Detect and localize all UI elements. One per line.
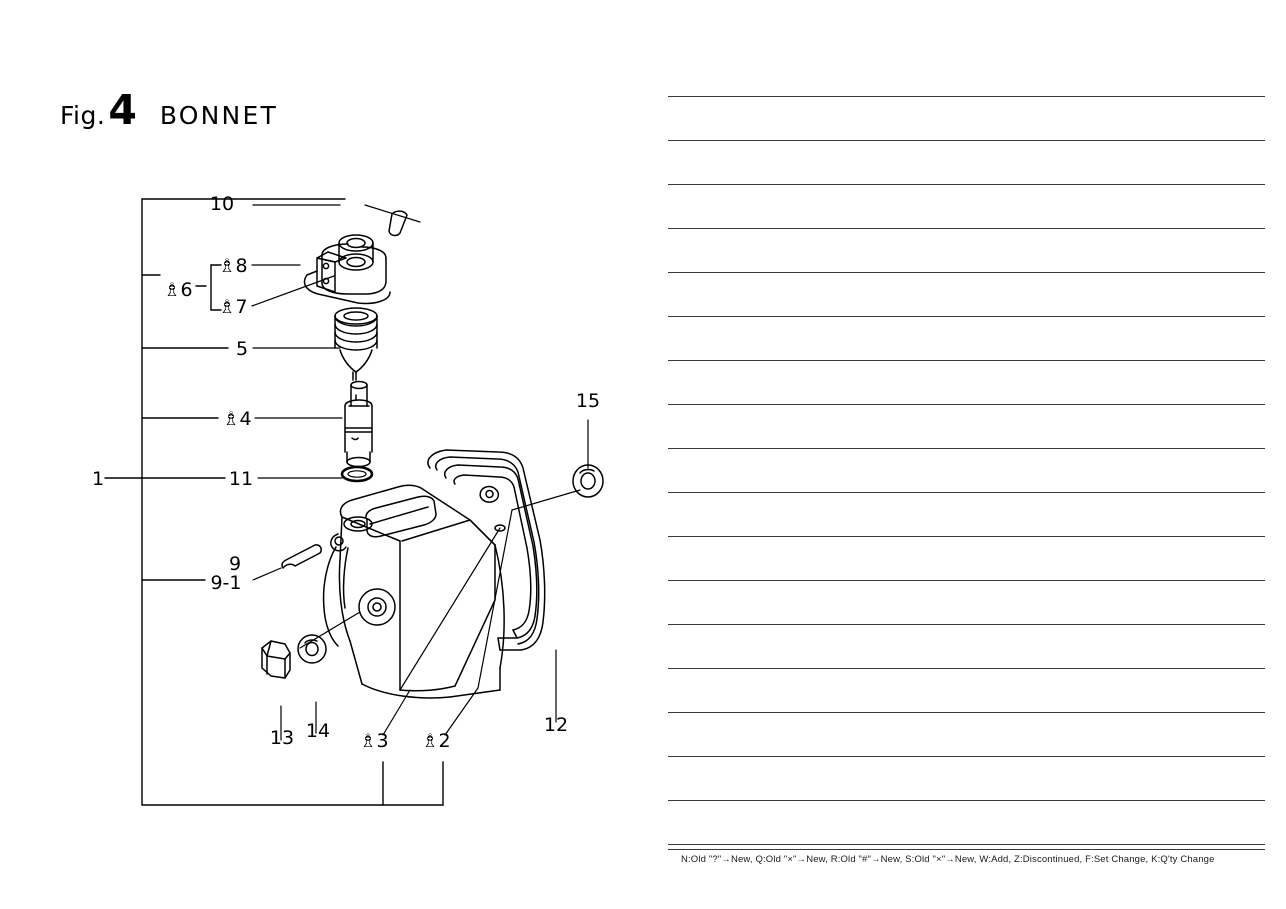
figure-number-label: 4 (108, 86, 137, 134)
parts-list-rule (668, 668, 1265, 669)
callout-x3: ♗3 (359, 730, 388, 752)
parts-list-rule (668, 184, 1265, 185)
sub-bracket-x6 (195, 264, 222, 311)
part-bonnet-body-x3 (322, 484, 506, 699)
parts-list-rule (668, 756, 1265, 757)
part-o-ring-11 (340, 465, 374, 483)
page-title: BONNET (159, 101, 278, 130)
part-bonnet-cover-x2 (427, 449, 546, 651)
callout-11: 11 (229, 468, 253, 490)
callout-15: 15 (576, 390, 600, 412)
callout-labels: 10 ♗6 ♗8 ♗7 5 ♗4 1 11 9 9-1 13 14 ♗3 ♗2 … (92, 193, 600, 752)
parts-list-rule (668, 228, 1265, 229)
part-plain-washer-14 (297, 634, 327, 664)
legend-note: N:Old "?"→New, Q:Old "×"→New, R:Old "#"→… (681, 854, 1215, 865)
parts-list-rule (668, 272, 1265, 273)
figure-title-block: Fig. 4 BONNET (60, 86, 278, 134)
part-lever-arm-x8-x7 (303, 234, 391, 305)
callout-x6: ♗6 (163, 279, 192, 301)
part-coil-spring-5 (334, 307, 378, 381)
parts-list-rule (668, 96, 1265, 97)
parts-list-rule (668, 360, 1265, 361)
parts-list-rule (668, 316, 1265, 317)
callout-x7: ♗7 (218, 296, 247, 318)
callout-x2: ♗2 (421, 730, 450, 752)
callout-x4: ♗4 (222, 408, 251, 430)
part-split-pin-10 (388, 210, 408, 237)
callout-9: 9 (229, 553, 241, 575)
part-pin-9 (281, 544, 322, 569)
parts-list-rule (668, 448, 1265, 449)
part-seal-washer-15 (572, 464, 604, 498)
callout-12: 12 (544, 714, 568, 736)
parts-list-rule (668, 140, 1265, 141)
callout-1: 1 (92, 468, 104, 490)
footer-divider (668, 849, 1265, 850)
callout-10: 10 (210, 193, 234, 215)
callout-14: 14 (306, 720, 330, 742)
parts-list-rule (668, 492, 1265, 493)
leader-lines (251, 204, 589, 741)
callout-5: 5 (236, 338, 248, 360)
callout-x8: ♗8 (218, 255, 247, 277)
parts-list-rule (668, 404, 1265, 405)
callout-13: 13 (270, 727, 294, 749)
part-bonnet-gasket-12 (444, 464, 538, 651)
figure-prefix-label: Fig. (60, 101, 106, 130)
part-valve-plunger-x4 (344, 380, 373, 468)
parts-list-rule (668, 844, 1265, 845)
part-o-ring-11-inner (347, 470, 367, 478)
part-hex-nut-13 (261, 640, 291, 679)
parts-list-rule (668, 580, 1265, 581)
callout-9-1: 9-1 (210, 572, 241, 594)
parts-list-rule (668, 800, 1265, 801)
main-bracket-1 (104, 198, 444, 806)
parts-list-rule (668, 624, 1265, 625)
parts-list-ruled-area (668, 96, 1265, 856)
parts-list-rule (668, 712, 1265, 713)
parts-list-rule (668, 536, 1265, 537)
